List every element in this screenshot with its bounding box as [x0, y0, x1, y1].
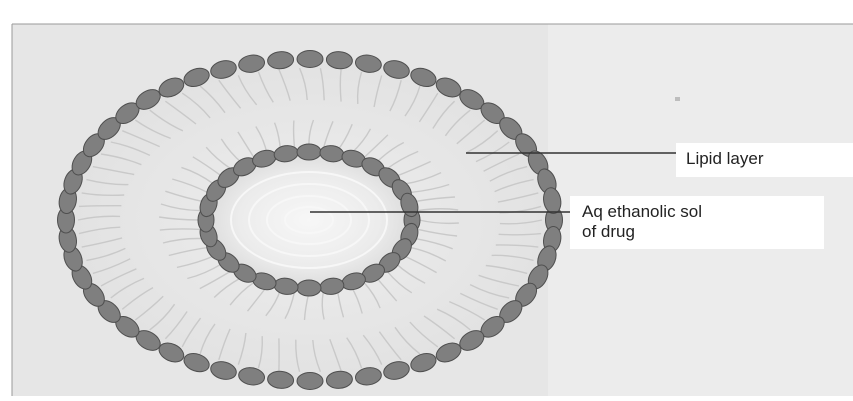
inner-lipid-head [297, 280, 321, 296]
lipid-layer-label: Lipid layer [676, 143, 853, 177]
drug-solution-label: Aq ethanolic sol of drug [570, 196, 824, 249]
drug-label-line-2: of drug [582, 222, 824, 242]
speck [675, 97, 680, 101]
outer-lipid-head [297, 51, 323, 68]
lipid-layer-text: Lipid layer [686, 149, 853, 169]
inner-lipid-head [297, 144, 321, 160]
outer-lipid-head [297, 373, 323, 390]
outer-lipid-tail [79, 206, 122, 207]
drug-label-line-1: Aq ethanolic sol [582, 202, 824, 222]
outer-lipid-tail [340, 69, 341, 101]
